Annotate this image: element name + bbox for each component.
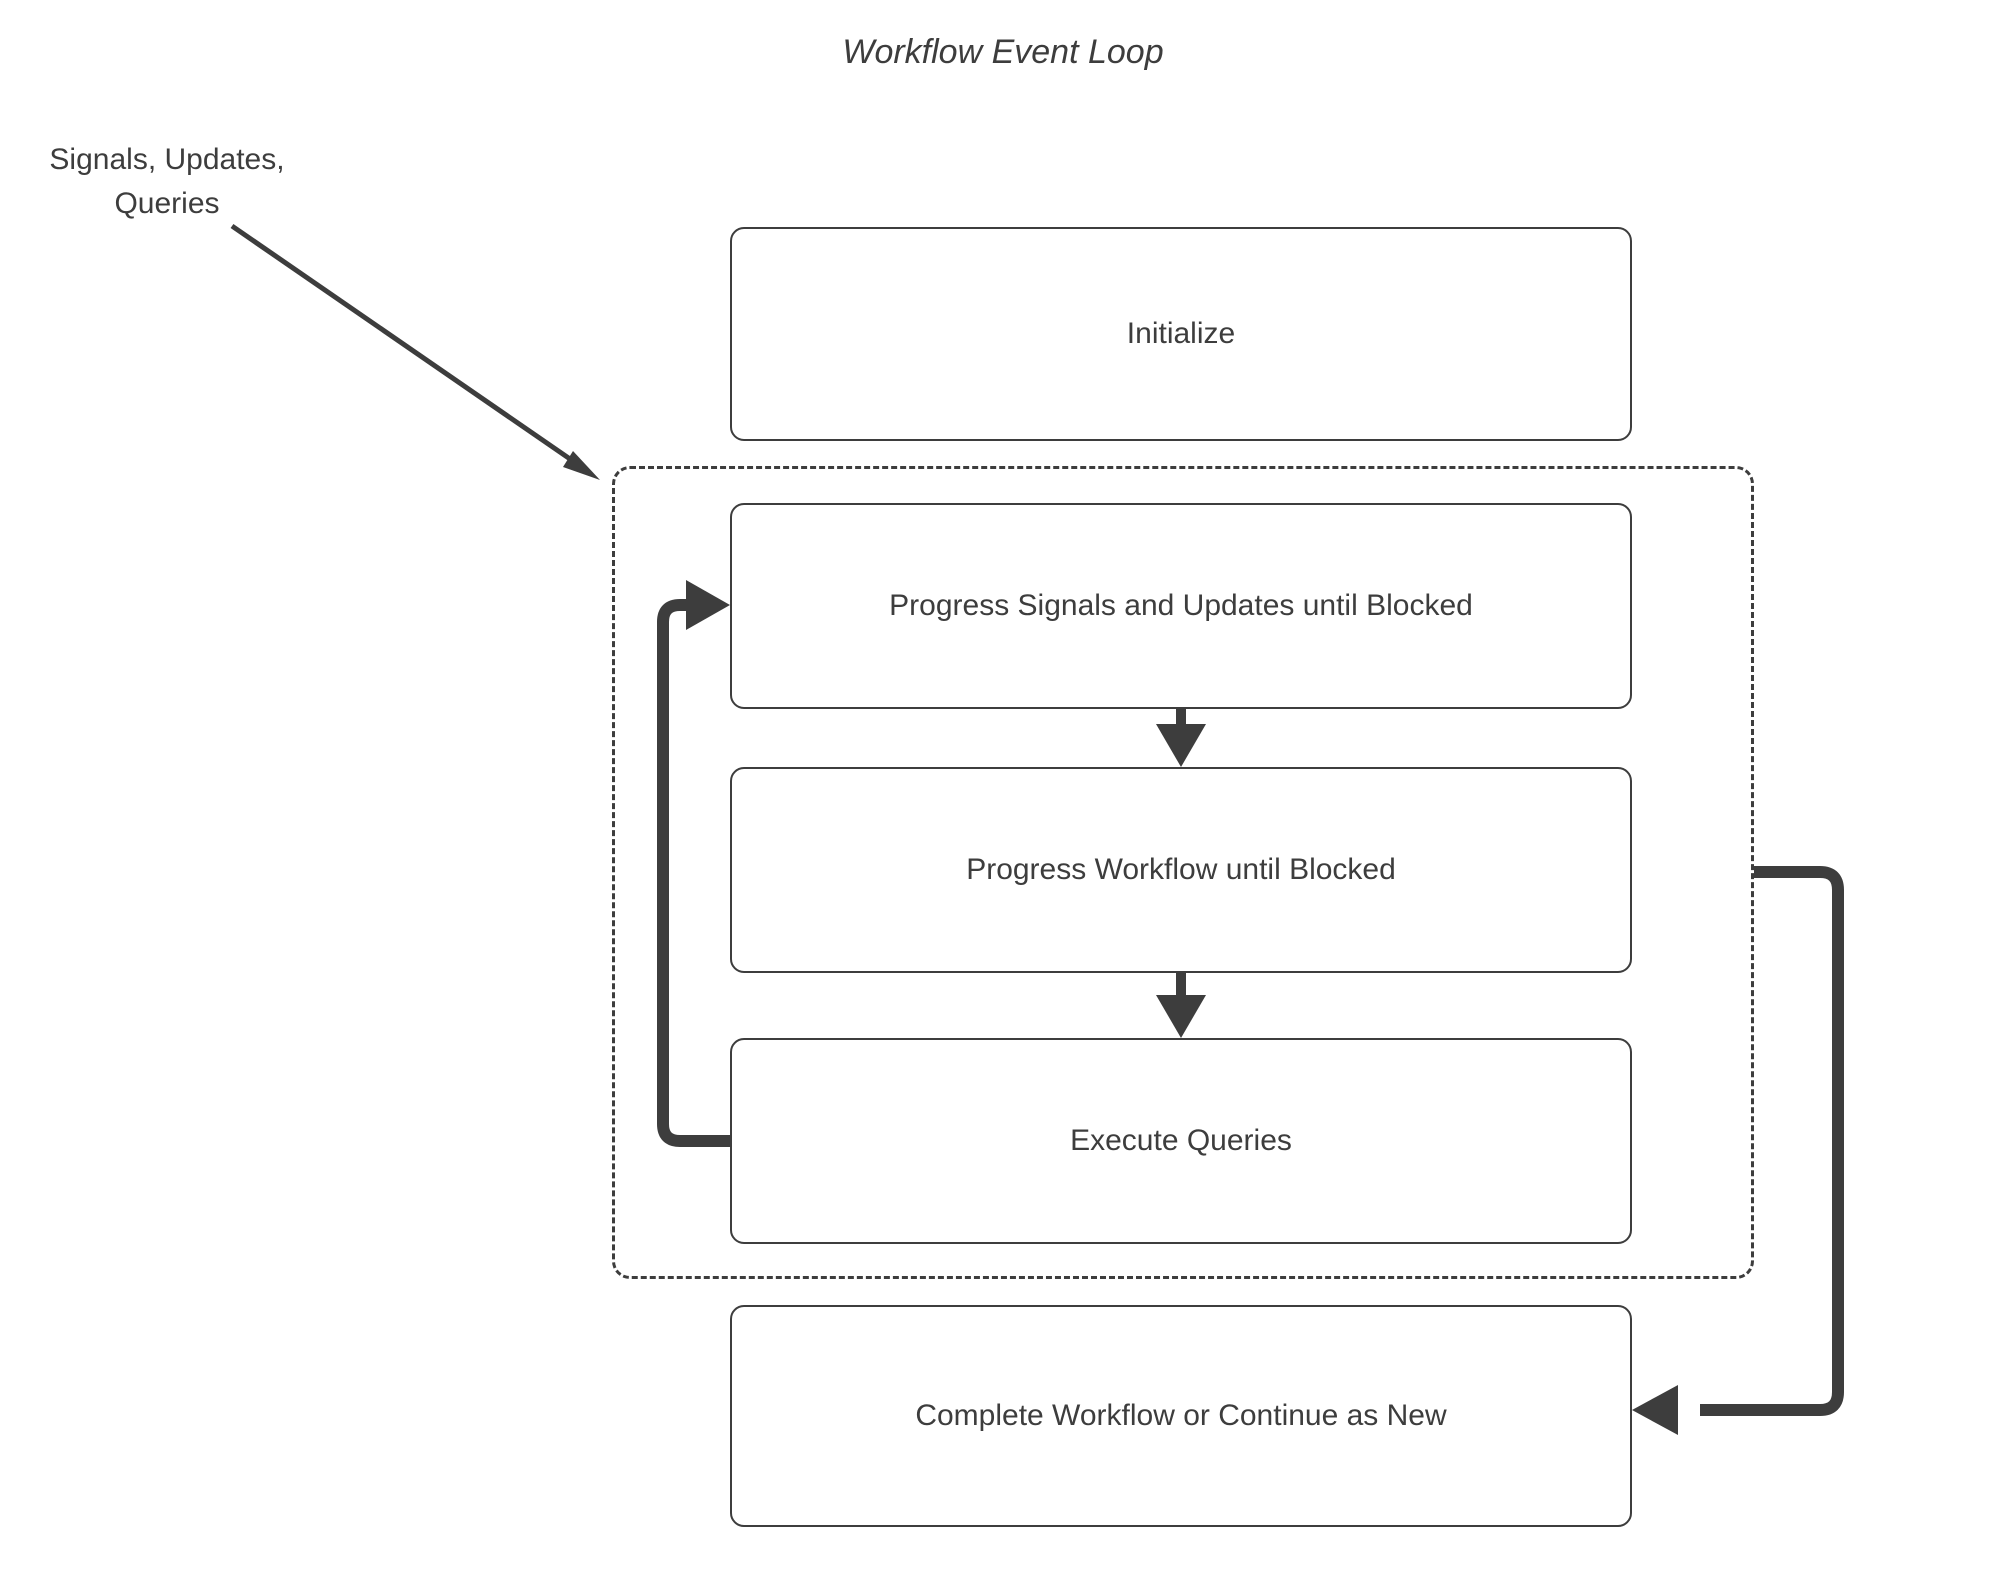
edge-execute-q-to-progress-su-loopback	[657, 580, 730, 1147]
node-progress-workflow[interactable]: Progress Workflow until Blocked	[730, 767, 1632, 973]
node-execute-queries-label: Execute Queries	[1070, 1124, 1292, 1157]
node-complete-workflow[interactable]: Complete Workflow or Continue as New	[730, 1305, 1632, 1527]
external-input-label-line2: Queries	[114, 187, 220, 220]
edge-signals-to-loop	[230, 223, 600, 480]
page-title: Workflow Event Loop	[842, 33, 1164, 71]
node-complete-workflow-label: Complete Workflow or Continue as New	[915, 1399, 1447, 1432]
edge-loop-to-complete-workflow	[1632, 866, 1844, 1435]
node-progress-workflow-label: Progress Workflow until Blocked	[966, 853, 1396, 886]
node-progress-signals-updates-label: Progress Signals and Updates until Block…	[889, 589, 1473, 622]
edge-progress-su-to-progress-wf	[1156, 709, 1206, 767]
edge-progress-wf-to-execute-q	[1156, 973, 1206, 1038]
loop-container-region	[612, 466, 1754, 1279]
node-initialize-label: Initialize	[1126, 317, 1236, 350]
node-initialize[interactable]: Initialize	[730, 227, 1632, 441]
node-progress-signals-updates[interactable]: Progress Signals and Updates until Block…	[730, 503, 1632, 709]
external-input-label: Signals, Updates, Queries	[18, 138, 316, 226]
external-input-label-line1: Signals, Updates,	[49, 143, 285, 176]
node-execute-queries[interactable]: Execute Queries	[730, 1038, 1632, 1244]
